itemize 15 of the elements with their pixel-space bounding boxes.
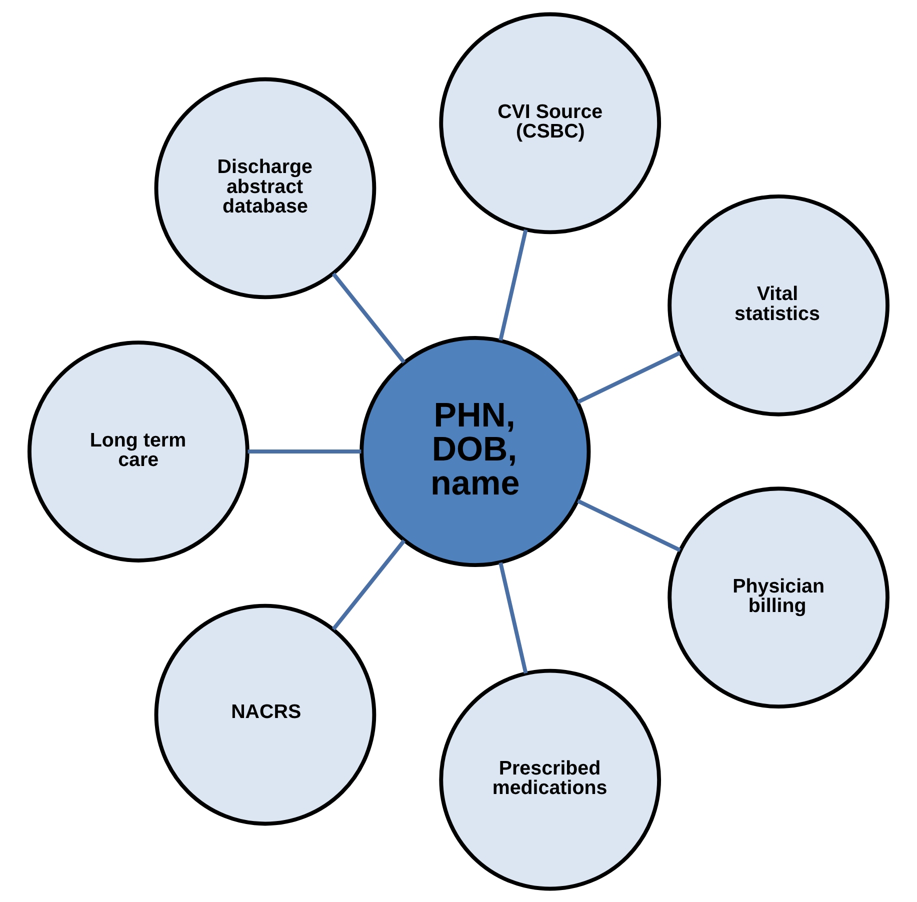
node-circle: NACRS <box>154 603 376 826</box>
node-circle: Long term care <box>28 340 250 562</box>
connector <box>498 228 528 340</box>
node-circle: Physician billing <box>668 486 890 708</box>
connector <box>498 562 528 674</box>
connector <box>332 538 406 630</box>
node-circle: Discharge abstract database <box>154 76 376 299</box>
connector <box>577 350 681 404</box>
connector <box>248 449 362 453</box>
connector <box>577 498 681 552</box>
node-circle: Vital statistics <box>668 194 890 416</box>
node-circle: PHN, DOB, name <box>360 335 591 567</box>
node-circle: Prescribed medications <box>439 668 662 890</box>
node-circle: CVI Source (CSBC) <box>439 12 662 234</box>
connector <box>332 272 406 364</box>
